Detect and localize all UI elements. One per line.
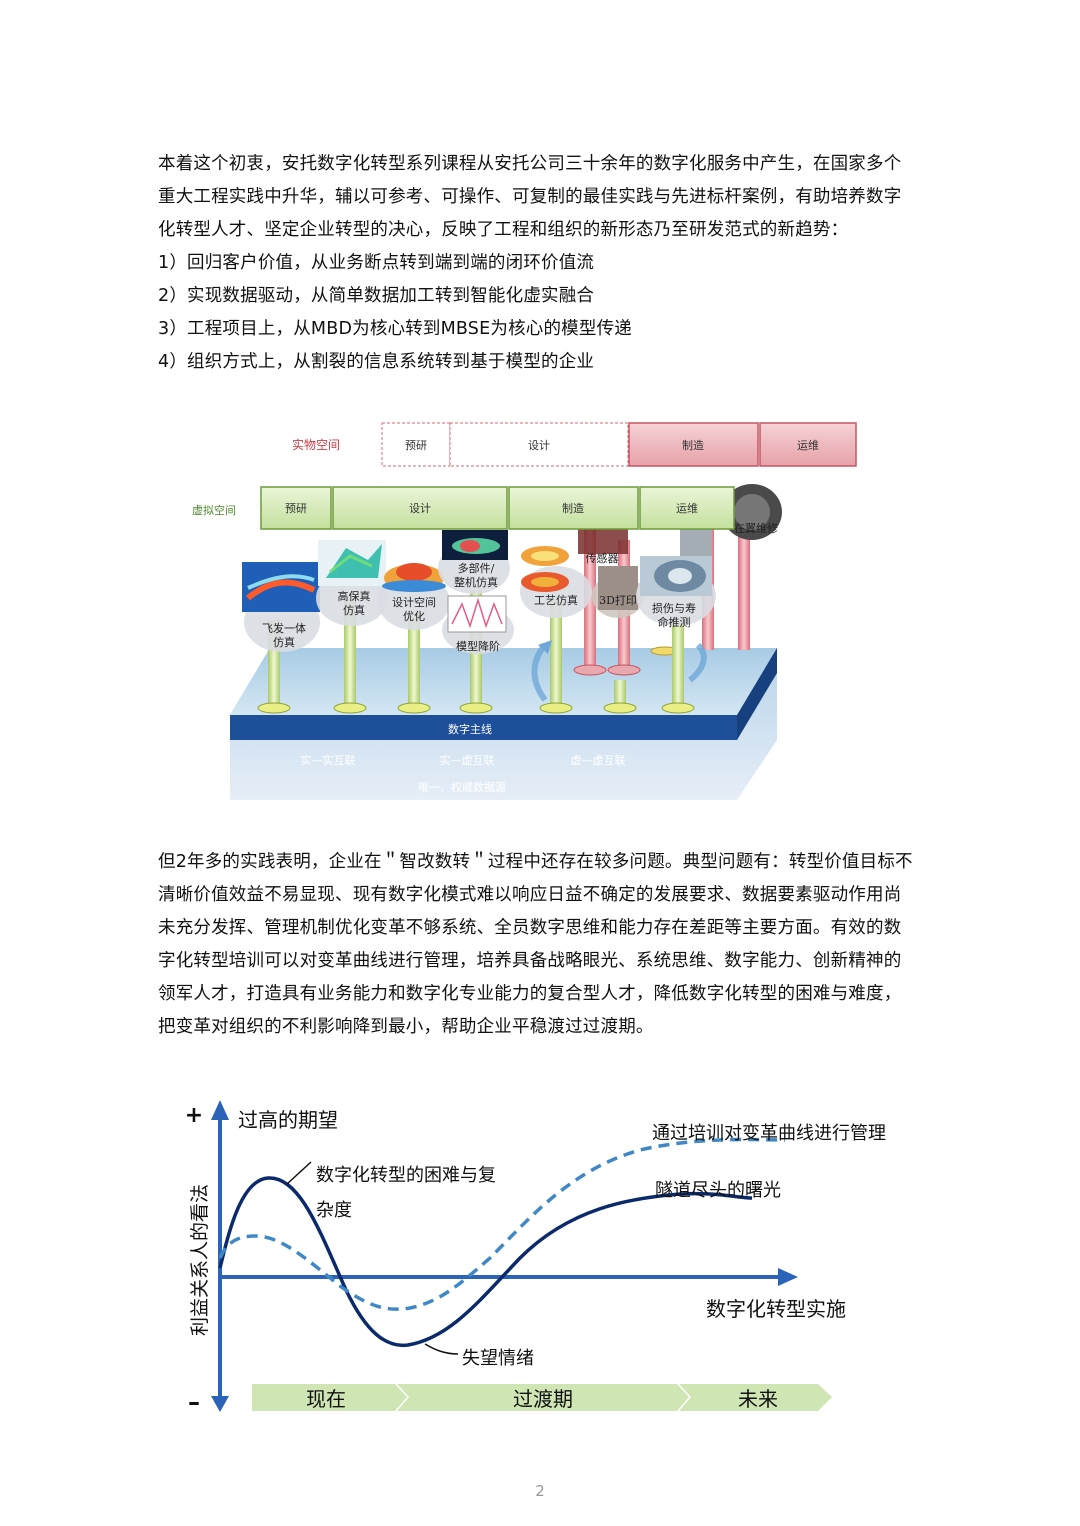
physical-stage-box xyxy=(449,422,629,467)
minus-sign: – xyxy=(188,1388,200,1416)
phase-band xyxy=(397,1384,689,1411)
pillar-3dprint: 3D打印 xyxy=(592,566,644,618)
peak-label: 过高的期望 xyxy=(238,1108,338,1132)
physical-stage-label: 制造 xyxy=(682,438,704,452)
pillar-designspace: 设计空间 优化 xyxy=(378,563,450,630)
virtual-stage-label: 设计 xyxy=(409,502,431,515)
virtual-stage-box xyxy=(260,486,332,530)
platform-top xyxy=(230,648,777,715)
svg-text:高保真: 高保真 xyxy=(338,589,371,603)
svg-text:工艺仿真: 工艺仿真 xyxy=(534,593,578,607)
svg-text:飞发一体: 飞发一体 xyxy=(262,621,306,635)
phase-band xyxy=(252,1384,407,1411)
intro-text-block: 本着这个初衷，安托数字化转型系列课程从安托公司三十余年的数字化服务中产生，在国家… xyxy=(158,148,918,379)
pillar-highfidelity: 高保真 仿真 xyxy=(316,540,388,626)
managed-curve-label: 通过培训对变革曲线进行管理 xyxy=(652,1123,886,1144)
physical-space-label: 实物空间 xyxy=(292,437,340,452)
digital-thread-diagram: 数字主线 实—实互联 实—虚互联 虚—虚互联 唯一、权威数据源 xyxy=(192,422,857,800)
svg-text:3D打印: 3D打印 xyxy=(599,593,637,607)
svg-text:仿真: 仿真 xyxy=(273,635,295,649)
change-curve-diagram: 现在 过渡期 未来 + – 利益关系人的看法 数字化转型实施 过高的期望 数字化… xyxy=(185,1100,886,1416)
virtual-stage-box xyxy=(639,486,735,530)
dip-label: 失望情绪 xyxy=(462,1348,534,1369)
base-label: 实—实互联 xyxy=(301,753,356,767)
phase-label: 未来 xyxy=(738,1387,778,1411)
svg-text:损伤与寿: 损伤与寿 xyxy=(652,601,696,615)
x-axis-label: 数字化转型实施 xyxy=(706,1297,846,1321)
physical-stage-label: 运维 xyxy=(797,439,819,452)
virtual-space-label: 虚拟空间 xyxy=(192,503,236,517)
svg-text:模型降阶: 模型降阶 xyxy=(456,639,500,653)
svg-text:整机仿真: 整机仿真 xyxy=(454,575,498,589)
pillar-reducedorder: 模型降阶 xyxy=(442,595,514,654)
phase-band xyxy=(679,1384,832,1411)
svg-text:多部件/: 多部件/ xyxy=(458,561,495,575)
phase-label: 现在 xyxy=(306,1387,346,1411)
digital-thread-label: 数字主线 xyxy=(448,722,492,736)
intro-paragraph: 本着这个初衷，安托数字化转型系列课程从安托公司三十余年的数字化服务中产生，在国家… xyxy=(158,154,902,240)
base-label: 虚—虚互联 xyxy=(571,754,626,767)
svg-text:仿真: 仿真 xyxy=(343,603,365,617)
body-paragraph: 但2年多的实践表明，企业在＂智改数转＂过程中还存在较多问题。典型问题有：转型价值… xyxy=(158,852,913,1037)
y-axis-arrow xyxy=(211,1100,229,1120)
difficulty-label: 数字化转型的困难与复 xyxy=(316,1165,496,1186)
difficulty-label: 杂度 xyxy=(316,1200,352,1221)
virtual-stage-label: 预研 xyxy=(285,502,307,515)
physical-stage-box xyxy=(759,422,857,467)
virtual-stage-label: 制造 xyxy=(562,501,584,515)
page-number: 2 xyxy=(535,1482,545,1500)
svg-text:在翼维修: 在翼维修 xyxy=(734,521,778,535)
svg-text:传感器: 传感器 xyxy=(586,552,619,565)
physical-stage-box xyxy=(628,422,759,467)
list-item: 1）回归客户价值，从业务断点转到端到端的闭环价值流 xyxy=(158,253,595,273)
physical-stage-label: 预研 xyxy=(405,439,427,452)
physical-stage-label: 设计 xyxy=(528,439,550,452)
list-item: 4）组织方式上，从割裂的信息系统转到基于模型的企业 xyxy=(158,352,595,372)
svg-text:命推测: 命推测 xyxy=(658,615,691,629)
virtual-stage-label: 运维 xyxy=(676,502,698,515)
y-axis-label: 利益关系人的看法 xyxy=(189,1184,211,1336)
data-source-label: 唯一、权威数据源 xyxy=(418,780,506,794)
pillar-flyengine: 飞发一体 仿真 xyxy=(242,562,320,652)
difficulty-curve xyxy=(218,1176,753,1348)
leader-line xyxy=(286,1161,312,1185)
virtual-stage-box xyxy=(332,486,508,530)
list-item: 2）实现数据驱动，从简单数据加工转到智能化虚实融合 xyxy=(158,286,595,306)
body-text-block: 但2年多的实践表明，企业在＂智改数转＂过程中还存在较多问题。典型问题有：转型价值… xyxy=(158,846,918,1044)
physical-stage-box xyxy=(381,422,451,467)
y-axis-arrow-down xyxy=(211,1396,229,1412)
x-axis-arrow xyxy=(778,1268,798,1286)
light-label: 隧道尽头的曙光 xyxy=(655,1180,781,1201)
leader-line xyxy=(424,1343,459,1355)
phase-label: 过渡期 xyxy=(513,1387,573,1411)
svg-text:优化: 优化 xyxy=(403,609,425,623)
svg-text:设计空间: 设计空间 xyxy=(392,595,436,609)
digital-thread-bar xyxy=(230,715,737,740)
base-label: 实—虚互联 xyxy=(440,753,495,767)
pillar-process: 工艺仿真 xyxy=(520,546,592,618)
plus-sign: + xyxy=(185,1103,203,1128)
list-item: 3）工程项目上，从MBD为核心转到MBSE为核心的模型传递 xyxy=(158,319,632,339)
managed-curve xyxy=(218,1137,786,1311)
virtual-stage-box xyxy=(508,486,639,530)
pillar-damage: 损伤与寿 命推测 xyxy=(636,556,716,629)
pillar-multipart: 多部件/ 整机仿真 xyxy=(438,530,510,594)
